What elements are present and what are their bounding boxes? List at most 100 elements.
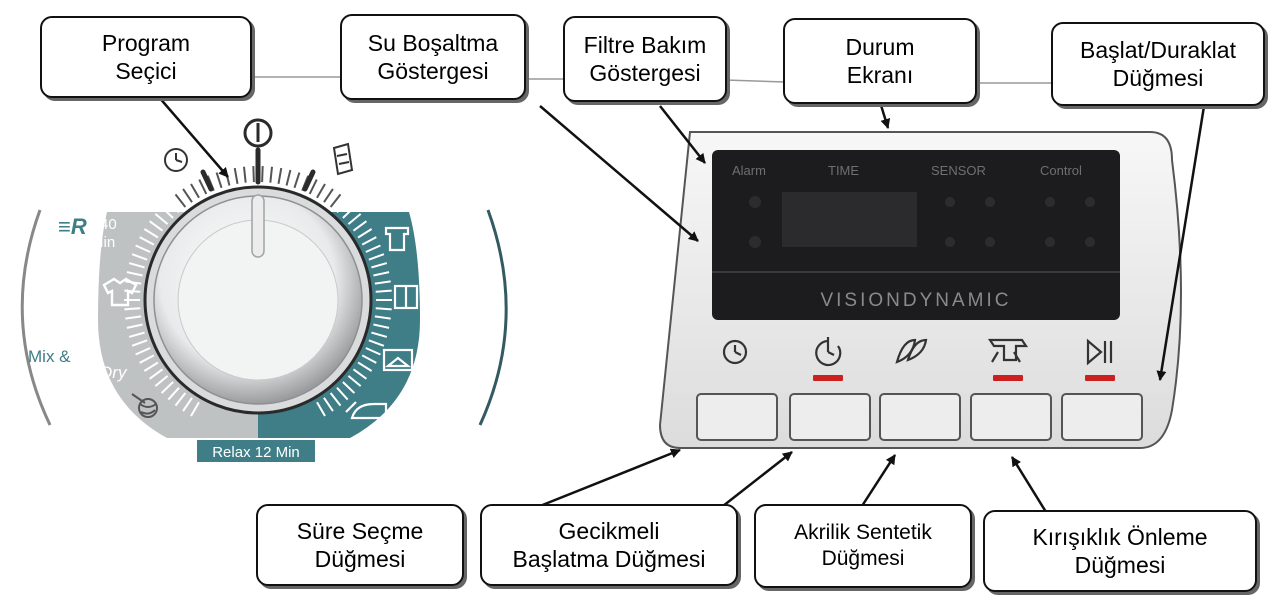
dial-tick [352,220,367,232]
dial-tick [125,315,142,320]
dial-tick [365,244,381,253]
dial-tick [135,244,151,253]
dial-tick [329,193,342,208]
dial-tick [233,167,239,184]
dial-tick [342,206,356,219]
callout-text: Düğmesi [821,547,905,570]
dial-tick [361,236,377,246]
dial-tick [347,375,362,387]
dial-tick [124,307,141,311]
dial-tick [128,262,145,269]
time-select-button[interactable] [696,393,778,441]
dial-tick [174,193,187,208]
cupboard-dry-icon [384,226,410,252]
callout-text: Kırışıklık Önleme [1032,523,1208,550]
callout-filter-indicator: Filtre Bakım Göstergesi [563,16,727,102]
anti-crease-button[interactable] [970,393,1052,441]
dial-tick [149,220,164,232]
dial-tick [323,188,334,203]
dial-tick [174,392,187,407]
dial-tick [160,381,174,394]
indicator-anti-crease [993,375,1023,381]
shirt-icon [102,277,138,307]
control-panel: Alarm TIME SENSOR Control VISIONDYNAMIC [658,131,1182,449]
dial-tick [182,397,193,412]
callout-text: Göstergesi [377,58,489,84]
dial-tick [375,289,392,293]
dial-tick [336,387,349,401]
dial-tick [308,179,318,195]
callout-text: Düğmesi [1112,65,1204,91]
dial-tick [371,331,388,338]
dial-tick [329,392,342,407]
dial-tick [293,172,301,189]
feather-icon [895,338,928,364]
display-label-control: Control [1040,163,1082,178]
callout-text: Süre Seçme [296,517,424,544]
program-dial: ≡R 40 Min Mix & Dry Relax 12 Min [20,118,508,462]
wrinkled-shirt-icon [332,142,354,176]
callout-text: Program [101,29,191,56]
callout-drain-indicator: Su Boşaltma Göstergesi [340,14,526,100]
dial-tick [316,401,326,417]
relax-label: Relax 12 Min [212,444,300,461]
start-pause-button[interactable] [1061,393,1143,441]
callout-text: Akrilik Sentetik [794,521,932,545]
dial-tick [373,323,390,329]
hanger-icon [382,348,414,372]
mix-label: Mix & [28,347,71,366]
callout-start-pause: Başlat/Duraklat Düğmesi [1051,22,1265,106]
dial-tick [368,339,385,347]
callout-text: Düğmesi [1074,552,1166,578]
dial-tick [352,368,367,380]
callout-text: Durum [845,33,915,60]
dial-tick-ring [124,166,392,417]
callout-delay-start: Gecikmeli Başlatma Düğmesi [480,504,738,586]
dial-tick [182,188,193,203]
delay-start-button[interactable] [789,393,871,441]
min40-number: 40 [100,216,117,233]
dial-tick [154,375,169,387]
callout-status-display: Durum Ekranı [783,18,977,104]
callout-text: Seçici [115,58,177,84]
callout-anti-crease: Kırışıklık Önleme Düğmesi [983,510,1257,592]
dial-tick [371,262,388,269]
callout-time-select: Süre Seçme Düğmesi [256,504,464,586]
wardrobe-icon [393,284,419,310]
dial-tick [347,213,362,225]
callout-text: Ekranı [846,62,914,88]
dial-tick [139,236,155,246]
dial-tick [374,315,391,320]
dial-tick [323,397,334,412]
dial-tick [242,166,247,183]
dial-tick [128,331,145,338]
callout-program-selector: Program Seçici [40,16,252,98]
status-display-screen: Alarm TIME SENSOR Control VISIONDYNAMIC [712,150,1120,320]
iron-icon [345,401,388,420]
timer-icon [164,148,188,172]
dial-tick [368,253,385,261]
dial-tick [285,169,292,186]
dial-tick [167,199,180,213]
dial-tick [373,271,390,277]
dial-tick [131,339,148,347]
callout-text: Gecikmeli [558,517,660,544]
callout-text: Filtre Bakım [583,31,707,58]
dial-tick [252,166,255,183]
display-brand: VISIONDYNAMIC [820,290,1011,311]
dial-tick [374,280,391,285]
dial-tick [342,381,356,394]
dial-tick [143,228,159,239]
display-label-alarm: Alarm [732,163,766,178]
acrylic-synthetic-button[interactable] [879,393,961,441]
delay-clock-icon [815,337,842,367]
dial-tick [149,368,164,380]
callout-arrows [157,95,1207,513]
connector-lines [250,76,1055,84]
wool-ball-icon [131,393,158,418]
dial-tick [224,169,231,186]
dial-tick [154,213,169,225]
callout-text: Başlatma Düğmesi [512,546,706,572]
clock-icon [722,339,748,365]
play-pause-icon [1086,338,1113,366]
